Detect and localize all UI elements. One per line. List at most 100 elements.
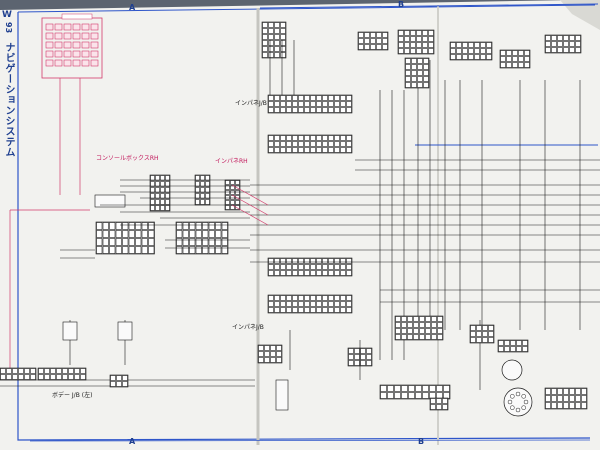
tr-connector-5-pin — [557, 35, 563, 41]
jb-connector-low-pin — [268, 264, 274, 270]
tr-connector-6-pin — [405, 82, 411, 88]
panel-connector-pin — [205, 199, 210, 205]
tr-connector-1-pin — [364, 32, 370, 38]
column-connector-low-pin — [264, 357, 270, 363]
jb-connector-top-pin — [280, 107, 286, 113]
br-connector-3-pin — [516, 340, 522, 346]
br-connector-1-pin — [407, 322, 413, 328]
bottom-left-connector-2-pin — [56, 368, 62, 374]
relay-connector-pin — [165, 175, 170, 181]
jb-connector-top-pin — [346, 107, 352, 113]
round-pin — [510, 394, 515, 399]
br-connector-1-pin — [437, 328, 443, 334]
fuse-block-2 — [117, 321, 133, 341]
tr-connector-1-pin — [370, 44, 376, 50]
column-connector-top-pin — [262, 34, 268, 40]
console-connector-2-pin — [208, 238, 215, 246]
panel-connector-pin — [195, 187, 200, 193]
tr-connector-4-pin — [500, 56, 506, 62]
jb-connector-low-pin — [316, 264, 322, 270]
relay-cell — [45, 59, 54, 67]
jb-connector-mid-pin — [268, 147, 274, 153]
tr-connector-6-pin — [417, 70, 423, 76]
br-connector-2-pin — [476, 331, 482, 337]
tr-connector-1-pin — [382, 44, 388, 50]
jb-connector-mid-pin — [298, 141, 304, 147]
tr-connector-2-pin — [398, 48, 404, 54]
column-connector-top-pin — [268, 28, 274, 34]
br-connector-6-pin — [442, 404, 448, 410]
tr-connector-4-pin — [518, 62, 524, 68]
console-connector-1-pin — [135, 222, 142, 230]
column-connector-top-pin — [274, 34, 280, 40]
bottom-left-connector-2-pin — [74, 368, 80, 374]
relay-connector-pin — [160, 193, 165, 199]
jb-connector-low-pin — [322, 258, 328, 264]
jb-connector-low-pin — [286, 258, 292, 264]
tr-connector-1-pin — [382, 32, 388, 38]
br-connector-4-pin — [408, 392, 415, 399]
relay-connector-pin — [160, 175, 165, 181]
br-connector-4-pin — [387, 385, 394, 392]
console-connector-2-pin — [182, 230, 189, 238]
console-connector-1-pin — [122, 246, 129, 254]
relay-connector-pin — [150, 199, 155, 205]
bottom-left-connector-1-pin — [24, 368, 30, 374]
tr-connector-2-pin — [410, 30, 416, 36]
console-connector-2-pin — [189, 230, 196, 238]
jb-connector-mid-pin — [274, 135, 280, 141]
console-connector-2-pin — [195, 246, 202, 254]
jb-connector-mid-pin — [292, 147, 298, 153]
relay-cell — [72, 59, 81, 67]
relay-connector-pin — [150, 175, 155, 181]
jb-connector-mid-pin — [304, 147, 310, 153]
tr-connector-3-pin — [462, 42, 468, 48]
br-connector-4-pin — [443, 385, 450, 392]
jb-connector-top-pin — [292, 101, 298, 107]
br-connector-5-pin — [557, 395, 563, 402]
jb-connector-bottom-pin — [334, 301, 340, 307]
br-connector-5-pin — [569, 388, 575, 395]
jb-connector-top-pin — [322, 101, 328, 107]
tr-connector-6-pin — [405, 70, 411, 76]
jb-connector-top-pin — [280, 95, 286, 101]
tr-connector-3-pin — [474, 42, 480, 48]
jb-connector-low-pin — [310, 270, 316, 276]
relay-block-grid — [45, 23, 99, 67]
console-connector-2-pin — [176, 238, 183, 246]
console-connector-2-pin — [215, 246, 222, 254]
jb-connector-bottom-pin — [292, 295, 298, 301]
console-connector-1-pin — [135, 238, 142, 246]
bottom-left-connector-2-pin — [38, 368, 44, 374]
panel-connector-pin — [200, 181, 205, 187]
br-connector-4-pin — [380, 392, 387, 399]
console-connector-1-pin — [128, 246, 135, 254]
jb-connector-top-pin — [340, 95, 346, 101]
column-connector-top-pin — [280, 28, 286, 34]
jb-connector-bottom-pin — [322, 295, 328, 301]
tr-connector-2 — [397, 29, 435, 55]
bottom-left-connector-2-pin — [80, 374, 86, 380]
jb-connector-mid-pin — [298, 147, 304, 153]
br-connector-4-pin — [380, 385, 387, 392]
console-connector-1-pin — [128, 238, 135, 246]
round-pin — [510, 405, 515, 410]
tr-connector-1-pin — [376, 38, 382, 44]
tr-connector-3-pin — [486, 42, 492, 48]
tr-connector-2-pin — [422, 48, 428, 54]
console-connector-1-pin — [122, 230, 129, 238]
module-label-body-jb: ボデー J/B (左) — [52, 392, 93, 399]
bottom-left-connectors — [0, 321, 133, 388]
tr-connector-3-pin — [462, 54, 468, 60]
relay-cell — [45, 50, 54, 58]
column-connector-low-pin — [276, 345, 282, 351]
relay-cell — [63, 50, 72, 58]
br-connector-4-pin — [401, 385, 408, 392]
jb-connector-bottom-pin — [280, 301, 286, 307]
tr-connector-3-pin — [462, 48, 468, 54]
jb-connector-top-pin — [304, 107, 310, 113]
tr-connector-3-pin — [450, 48, 456, 54]
bottom-left-connector-1-pin — [24, 374, 30, 380]
bottom-left-connector-2-pin — [50, 374, 56, 380]
tr-connector-1-pin — [376, 32, 382, 38]
